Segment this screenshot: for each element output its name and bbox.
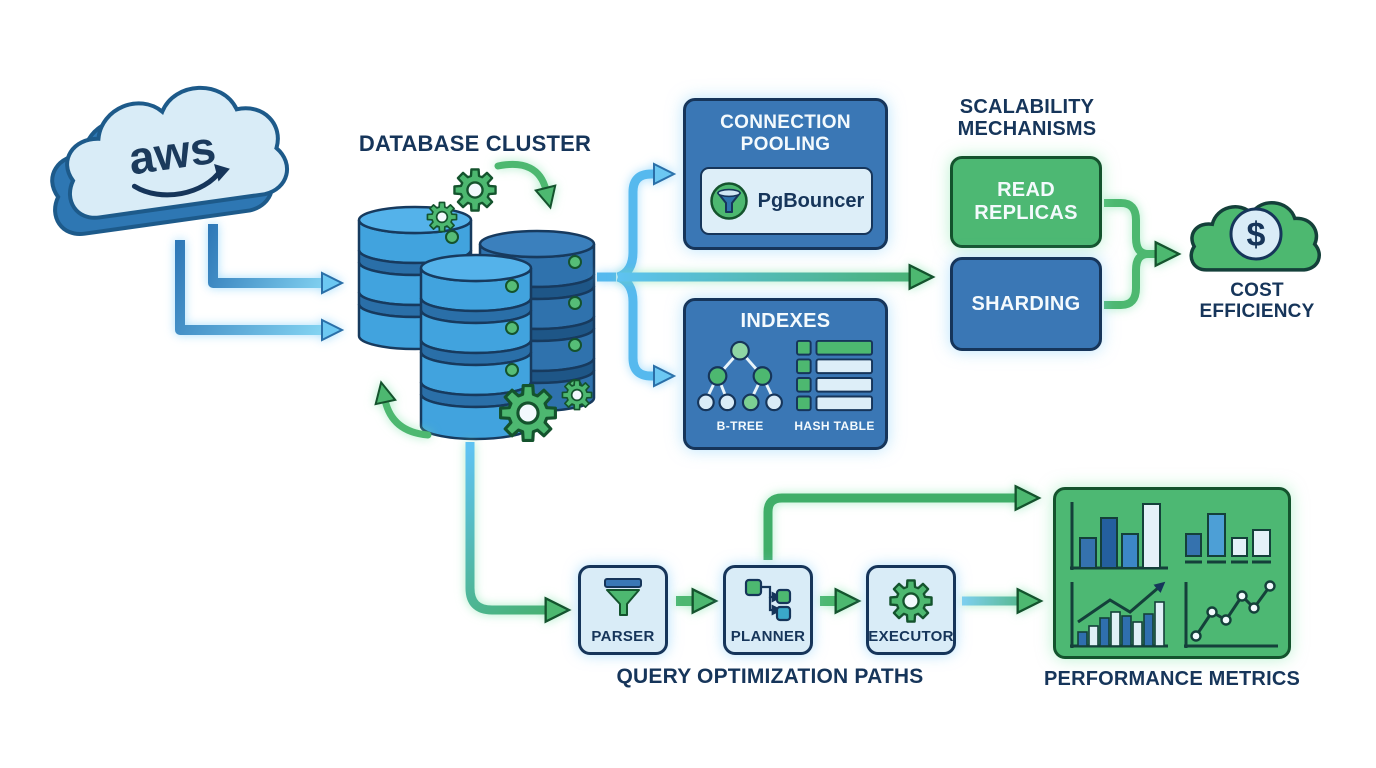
cloud-to-cluster-arrows: [175, 224, 345, 342]
cluster-fanout-arrows: [597, 162, 677, 388]
db-cylinder-front: [419, 253, 533, 441]
planner-box: PLANNER: [723, 565, 813, 655]
metrics-charts-icon: [1070, 502, 1278, 648]
indexes-title: INDEXES: [740, 310, 831, 332]
gear-icon: [499, 384, 557, 442]
sync-arrows: [374, 160, 557, 439]
executor-box: EXECUTOR: [866, 565, 956, 655]
parser-label: PARSER: [591, 628, 655, 645]
indexes-panel: INDEXES B-TREE: [683, 298, 888, 450]
scalability-merge-arrow: [1104, 199, 1182, 309]
executor-label: EXECUTOR: [868, 628, 954, 645]
database-cluster-label: DATABASE CLUSTER: [358, 131, 592, 156]
aws-logo-text: aws: [125, 121, 218, 185]
hash-table-label: HASH TABLE: [794, 419, 875, 433]
read-replicas-box: READ REPLICAS: [950, 156, 1102, 248]
btree-label: B-TREE: [716, 419, 764, 433]
scalability-title: SCALABILITY MECHANISMS: [957, 96, 1097, 141]
gear-icon: [453, 168, 497, 212]
database-cluster-icon: [357, 205, 596, 441]
aws-cloud-icon: aws: [40, 75, 293, 240]
planner-label: PLANNER: [730, 628, 806, 645]
line-chart-icon: [1184, 580, 1278, 648]
performance-metrics-panel: [1053, 487, 1291, 659]
btree-icon: [697, 340, 784, 412]
executor-gear-icon: [889, 579, 933, 623]
gear-icon: [426, 201, 458, 233]
parser-funnel-icon: [604, 578, 642, 616]
pgbouncer-label: PgBouncer: [757, 189, 865, 212]
aws-smile-swoosh: [131, 167, 224, 198]
funnel-icon: [709, 182, 748, 220]
bar-chart-small-icon: [1185, 513, 1271, 564]
performance-metrics-label: PERFORMANCE METRICS: [1043, 668, 1301, 690]
dollar-circle: [1229, 207, 1283, 261]
cost-efficiency-label: COST EFFICIENCY: [1199, 280, 1315, 323]
cost-efficiency-cloud-icon: $: [1189, 201, 1322, 272]
gear-icon: [561, 379, 593, 411]
dollar-sign: $: [1247, 216, 1266, 254]
sharding-box: SHARDING: [950, 257, 1102, 351]
connection-pooling-panel: CONNECTION POOLING PgBouncer: [683, 98, 888, 250]
bar-chart-icon: [1070, 502, 1168, 570]
query-optimization-caption: QUERY OPTIMIZATION PATHS: [616, 665, 924, 688]
pgbouncer-chip: PgBouncer: [700, 167, 873, 235]
connection-pooling-title: CONNECTION POOLING: [720, 112, 851, 155]
cluster-to-parser-arrow: [465, 442, 572, 624]
trend-bar-chart-icon: [1070, 581, 1168, 648]
pipeline-arrows: [676, 484, 1044, 615]
planner-flow-icon: [744, 578, 792, 622]
parser-box: PARSER: [578, 565, 668, 655]
hash-table-icon: [795, 339, 873, 412]
